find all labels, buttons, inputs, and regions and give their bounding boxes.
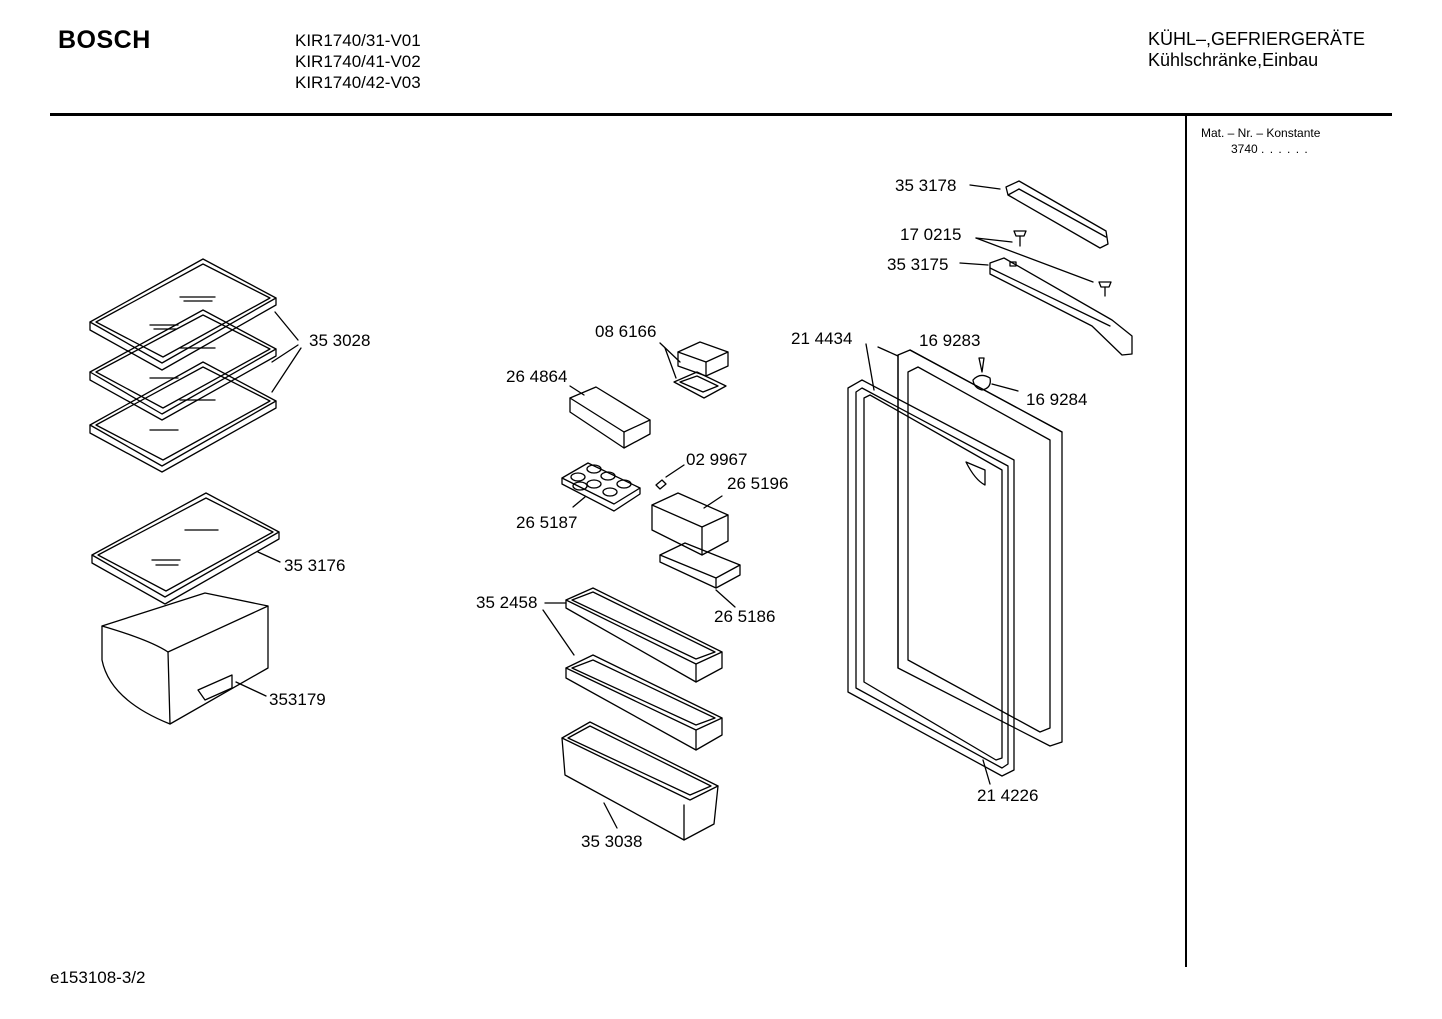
top-cover-drawing [970,181,1108,248]
model-number: KIR1740/42-V03 [295,73,421,92]
part-label: 353179 [269,690,326,709]
small-box-lid-drawing [660,342,728,398]
part-label: 26 4864 [506,367,568,386]
drawing-id: e153108-3/2 [50,968,146,987]
door-gasket-drawing [848,380,1014,784]
part-label: 35 3175 [887,255,949,274]
sidebar-divider [1185,116,1187,967]
part-label: 17 0215 [900,225,962,244]
model-number: KIR1740/31-V01 [295,31,421,50]
part-label: 35 3028 [309,331,371,350]
part-label: 35 2458 [476,593,538,612]
part-label: 26 5196 [727,474,789,493]
door-box-base-drawing [660,543,740,607]
category-title: KÜHL–,GEFRIERGERÄTE [1148,29,1366,49]
matno-label: Mat. – Nr. – Konstante [1201,126,1321,140]
door-box-drawing [652,493,728,555]
model-list: KIR1740/31-V01 KIR1740/41-V02 KIR1740/42… [295,30,421,93]
part-label: 02 9967 [686,450,748,469]
product-category: KÜHL–,GEFRIERGERÄTE Kühlschränke,Einbau [1148,29,1365,71]
door-shelf-drawing [543,588,722,750]
part-label: 16 9284 [1026,390,1088,409]
glass-shelf-single-drawing [92,493,280,604]
screw-small-drawing [656,465,684,489]
bottle-shelf-drawing [562,722,718,840]
matno-value: 3740 [1231,142,1258,156]
screw-top-drawing [976,231,1111,296]
part-label: 21 4226 [977,786,1039,805]
part-label: 08 6166 [595,322,657,341]
butter-tray-drawing [570,386,650,448]
egg-tray-drawing [562,463,640,511]
vegetable-drawer-drawing [102,593,268,724]
part-label: 35 3178 [895,176,957,195]
part-label: 26 5187 [516,513,578,532]
matno-dots: . . . . . . [1261,142,1309,156]
part-label: 16 9283 [919,331,981,350]
part-label: 26 5186 [714,607,776,626]
brand-logo: BOSCH [58,26,151,54]
material-number-constant: Mat. – Nr. – Konstante 3740 . . . . . . [1201,125,1320,157]
part-label: 21 4434 [791,329,853,348]
hinge-bracket-drawing [960,258,1132,355]
header-divider [50,113,1392,116]
model-number: KIR1740/41-V02 [295,52,421,71]
category-subtitle: Kühlschränke,Einbau [1148,50,1319,70]
glass-shelf-set-drawing [90,259,301,472]
part-label: 35 3176 [284,556,346,575]
part-label: 35 3038 [581,832,643,851]
